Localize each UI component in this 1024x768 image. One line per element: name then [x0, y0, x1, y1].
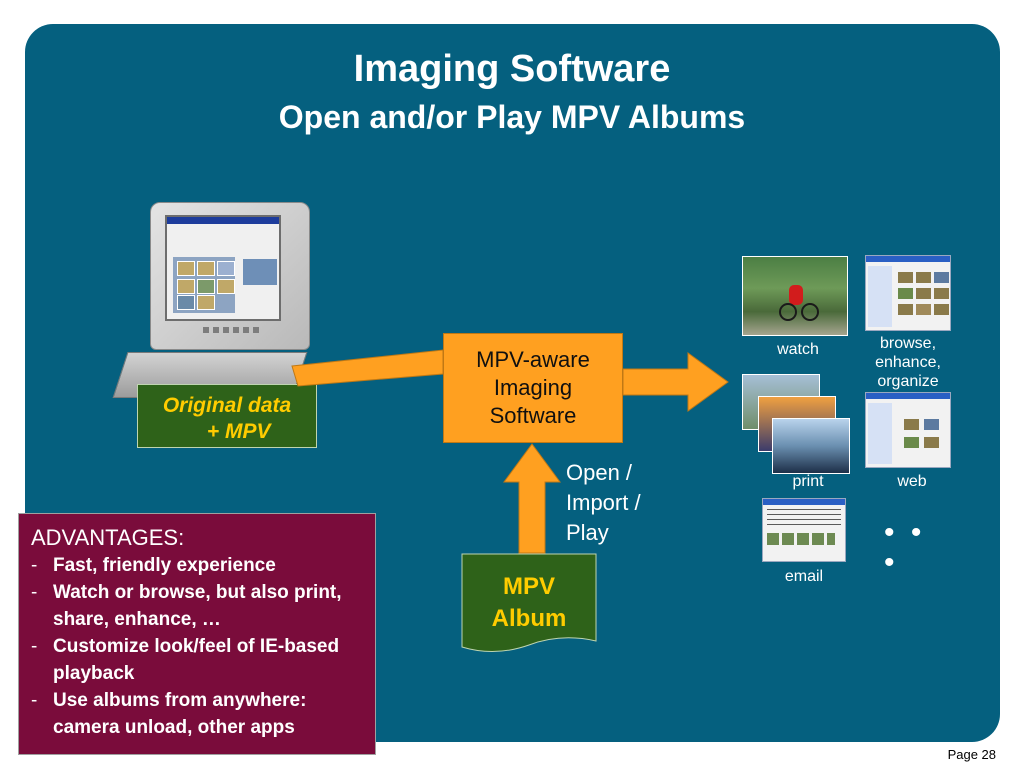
- output-label-watch: watch: [777, 341, 819, 358]
- advantage-item: -Fast, friendly experience: [31, 555, 276, 576]
- monitor-icon: [150, 202, 310, 350]
- advantage-item: -Customize look/feel of IE-based playbac…: [31, 636, 340, 684]
- software-label-line3: Software: [489, 403, 577, 428]
- print-photo-stack: [742, 374, 852, 474]
- page-number: Page 28: [947, 747, 996, 762]
- more-outputs-ellipsis: • • •: [884, 516, 926, 579]
- advantages-box: ADVANTAGES: -Fast, friendly experience -…: [18, 513, 376, 755]
- slide-title: Imaging Software: [353, 48, 671, 90]
- slide-subtitle: Open and/or Play MPV Albums: [278, 99, 746, 135]
- album-label-line2: Album: [491, 605, 567, 632]
- original-data-mpv-label: + MPV: [183, 420, 271, 443]
- advantage-item: -Use albums from anywhere: camera unload…: [31, 690, 307, 738]
- computer-illustration: [112, 202, 320, 402]
- output-label-email: email: [784, 568, 824, 585]
- original-data-label: Original data: [162, 394, 292, 417]
- advantages-title: ADVANTAGES:: [31, 525, 185, 550]
- output-label-print: print: [792, 473, 824, 490]
- mpv-aware-software-box: MPV-aware Imaging Software: [443, 333, 623, 443]
- watch-photo-thumbnail: [742, 256, 848, 336]
- monitor-screen: [165, 215, 281, 321]
- software-label-line1: MPV-aware: [476, 347, 590, 372]
- mpv-album-document: MPV Album: [461, 553, 597, 653]
- email-thumbnail: [762, 498, 846, 562]
- output-label-web: web: [897, 473, 927, 490]
- advantage-item: -Watch or browse, but also print, share,…: [31, 582, 342, 630]
- album-label-line1: MPV: [502, 573, 555, 600]
- browse-window-thumbnail: [865, 255, 951, 331]
- open-import-play-label: Open / Import / Play: [566, 460, 641, 545]
- web-page-thumbnail: [865, 392, 951, 468]
- document-shape-icon: [461, 553, 597, 653]
- software-label-line2: Imaging: [493, 375, 573, 400]
- output-label-browse: browse, enhance, organize: [875, 335, 941, 390]
- original-data-box: Original data + MPV: [137, 384, 317, 448]
